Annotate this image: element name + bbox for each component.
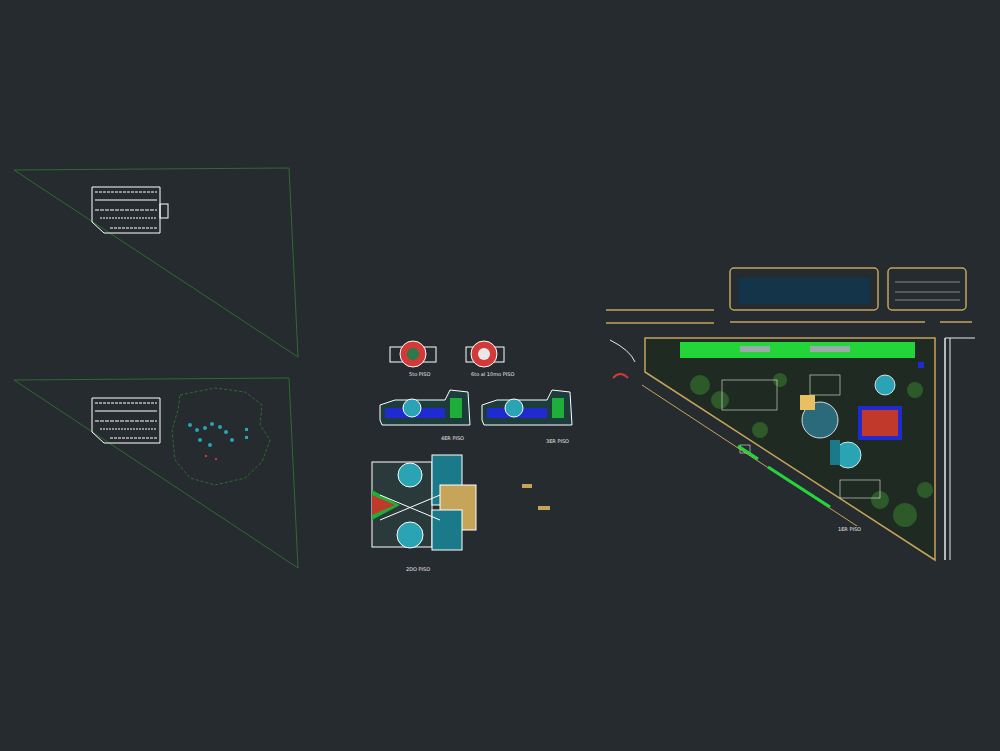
floor-label: 4ER PISO xyxy=(440,435,465,441)
floor-label: 3ER PISO xyxy=(545,438,570,444)
floor-label: 5to PISO xyxy=(408,371,431,377)
floor-label: 6to al 10mo PISO xyxy=(470,371,515,377)
floor-label: 1ER PISO xyxy=(837,526,862,532)
floor-label: 2DO PISO xyxy=(405,566,431,572)
